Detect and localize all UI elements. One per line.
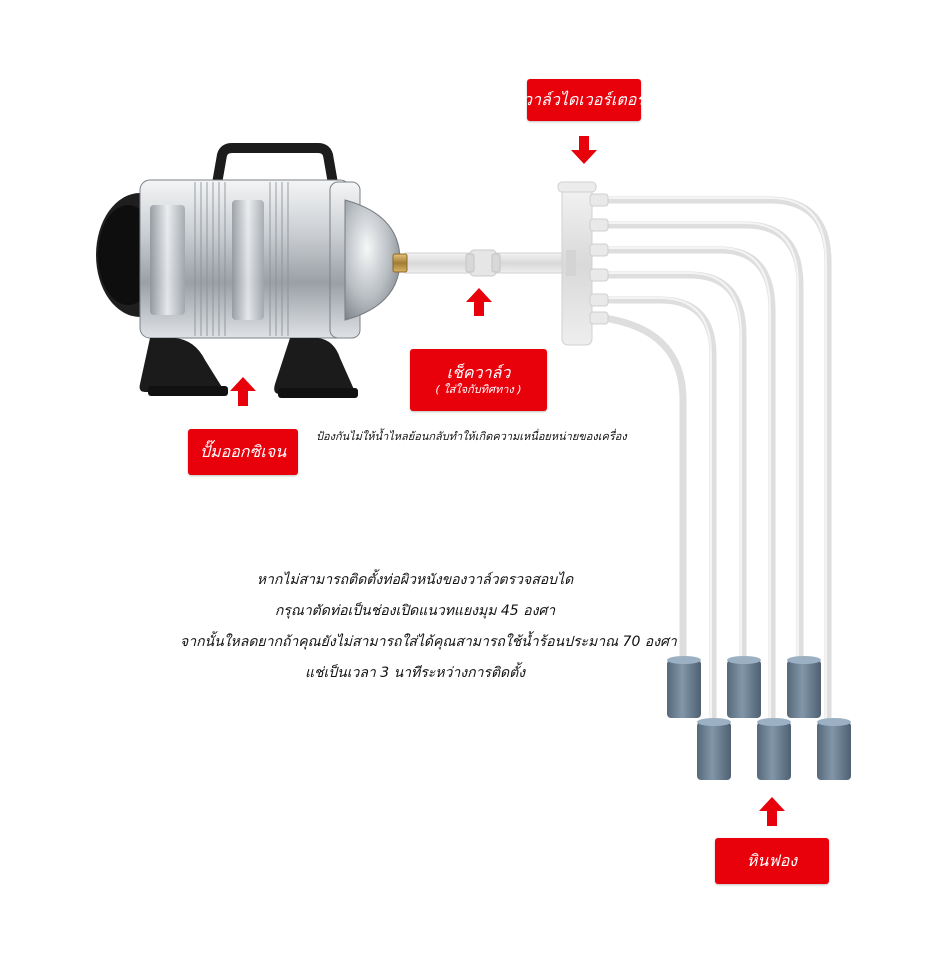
- instruction-line: หากไม่สามารถติดตั้งท่อผิวหนังของวาล์วตรว…: [256, 572, 574, 588]
- installation-instructions: หากไม่สามารถติดตั้งท่อผิวหนังของวาล์วตรว…: [180, 565, 677, 689]
- check-valve-caption: ป้องกันไม่ให้น้ำไหลย้อนกลับทำให้เกิดความ…: [316, 430, 627, 443]
- arrow-up-icon: [230, 377, 256, 406]
- instruction-line: จากนั้นใหลดยากถ้าคุณยังไม่สามารถใส่ได้คุ…: [180, 634, 677, 650]
- arrow-up-icon: [466, 288, 492, 316]
- air-stone-icon: [727, 656, 761, 718]
- instruction-line: กรุณาตัดท่อเป็นช่องเปิดแนวทแยงมุม 45 องศ…: [274, 603, 556, 619]
- manifold-label: วาล์วไดเวอร์เตอร์: [523, 79, 645, 121]
- check-valve-label: เช็ควาล์ว ( ใส่ใจกับทิศทาง ): [410, 349, 547, 411]
- manifold-icon: [557, 181, 609, 346]
- check-valve-label-note: ( ใส่ใจกับทิศทาง ): [435, 383, 522, 396]
- air-stone-icon: [697, 718, 731, 780]
- airstone-label-text: หินฟอง: [746, 851, 798, 870]
- air-pump-icon: [96, 143, 408, 398]
- air-stone-icon: [757, 718, 791, 780]
- air-stones: [667, 656, 851, 780]
- check-valve-label-text: เช็ควาล์ว: [446, 363, 511, 382]
- instruction-line: แช่เป็นเวลา 3 นาทีระหว่างการติดตั้ง: [304, 665, 526, 681]
- air-stone-icon: [787, 656, 821, 718]
- air-stone-icon: [817, 718, 851, 780]
- tube-6: [600, 314, 687, 664]
- air-stone-icon: [667, 656, 701, 718]
- manifold-label-text: วาล์วไดเวอร์เตอร์: [523, 90, 645, 109]
- airstone-label: หินฟอง: [715, 838, 829, 884]
- pump-label: ปั๊มออกซิเจน: [188, 429, 298, 475]
- pump-label-text: ปั๊มออกซิเจน: [199, 442, 287, 461]
- arrow-down-icon: [571, 136, 597, 164]
- arrow-up-icon: [759, 797, 785, 826]
- check-valve-icon: [465, 249, 501, 277]
